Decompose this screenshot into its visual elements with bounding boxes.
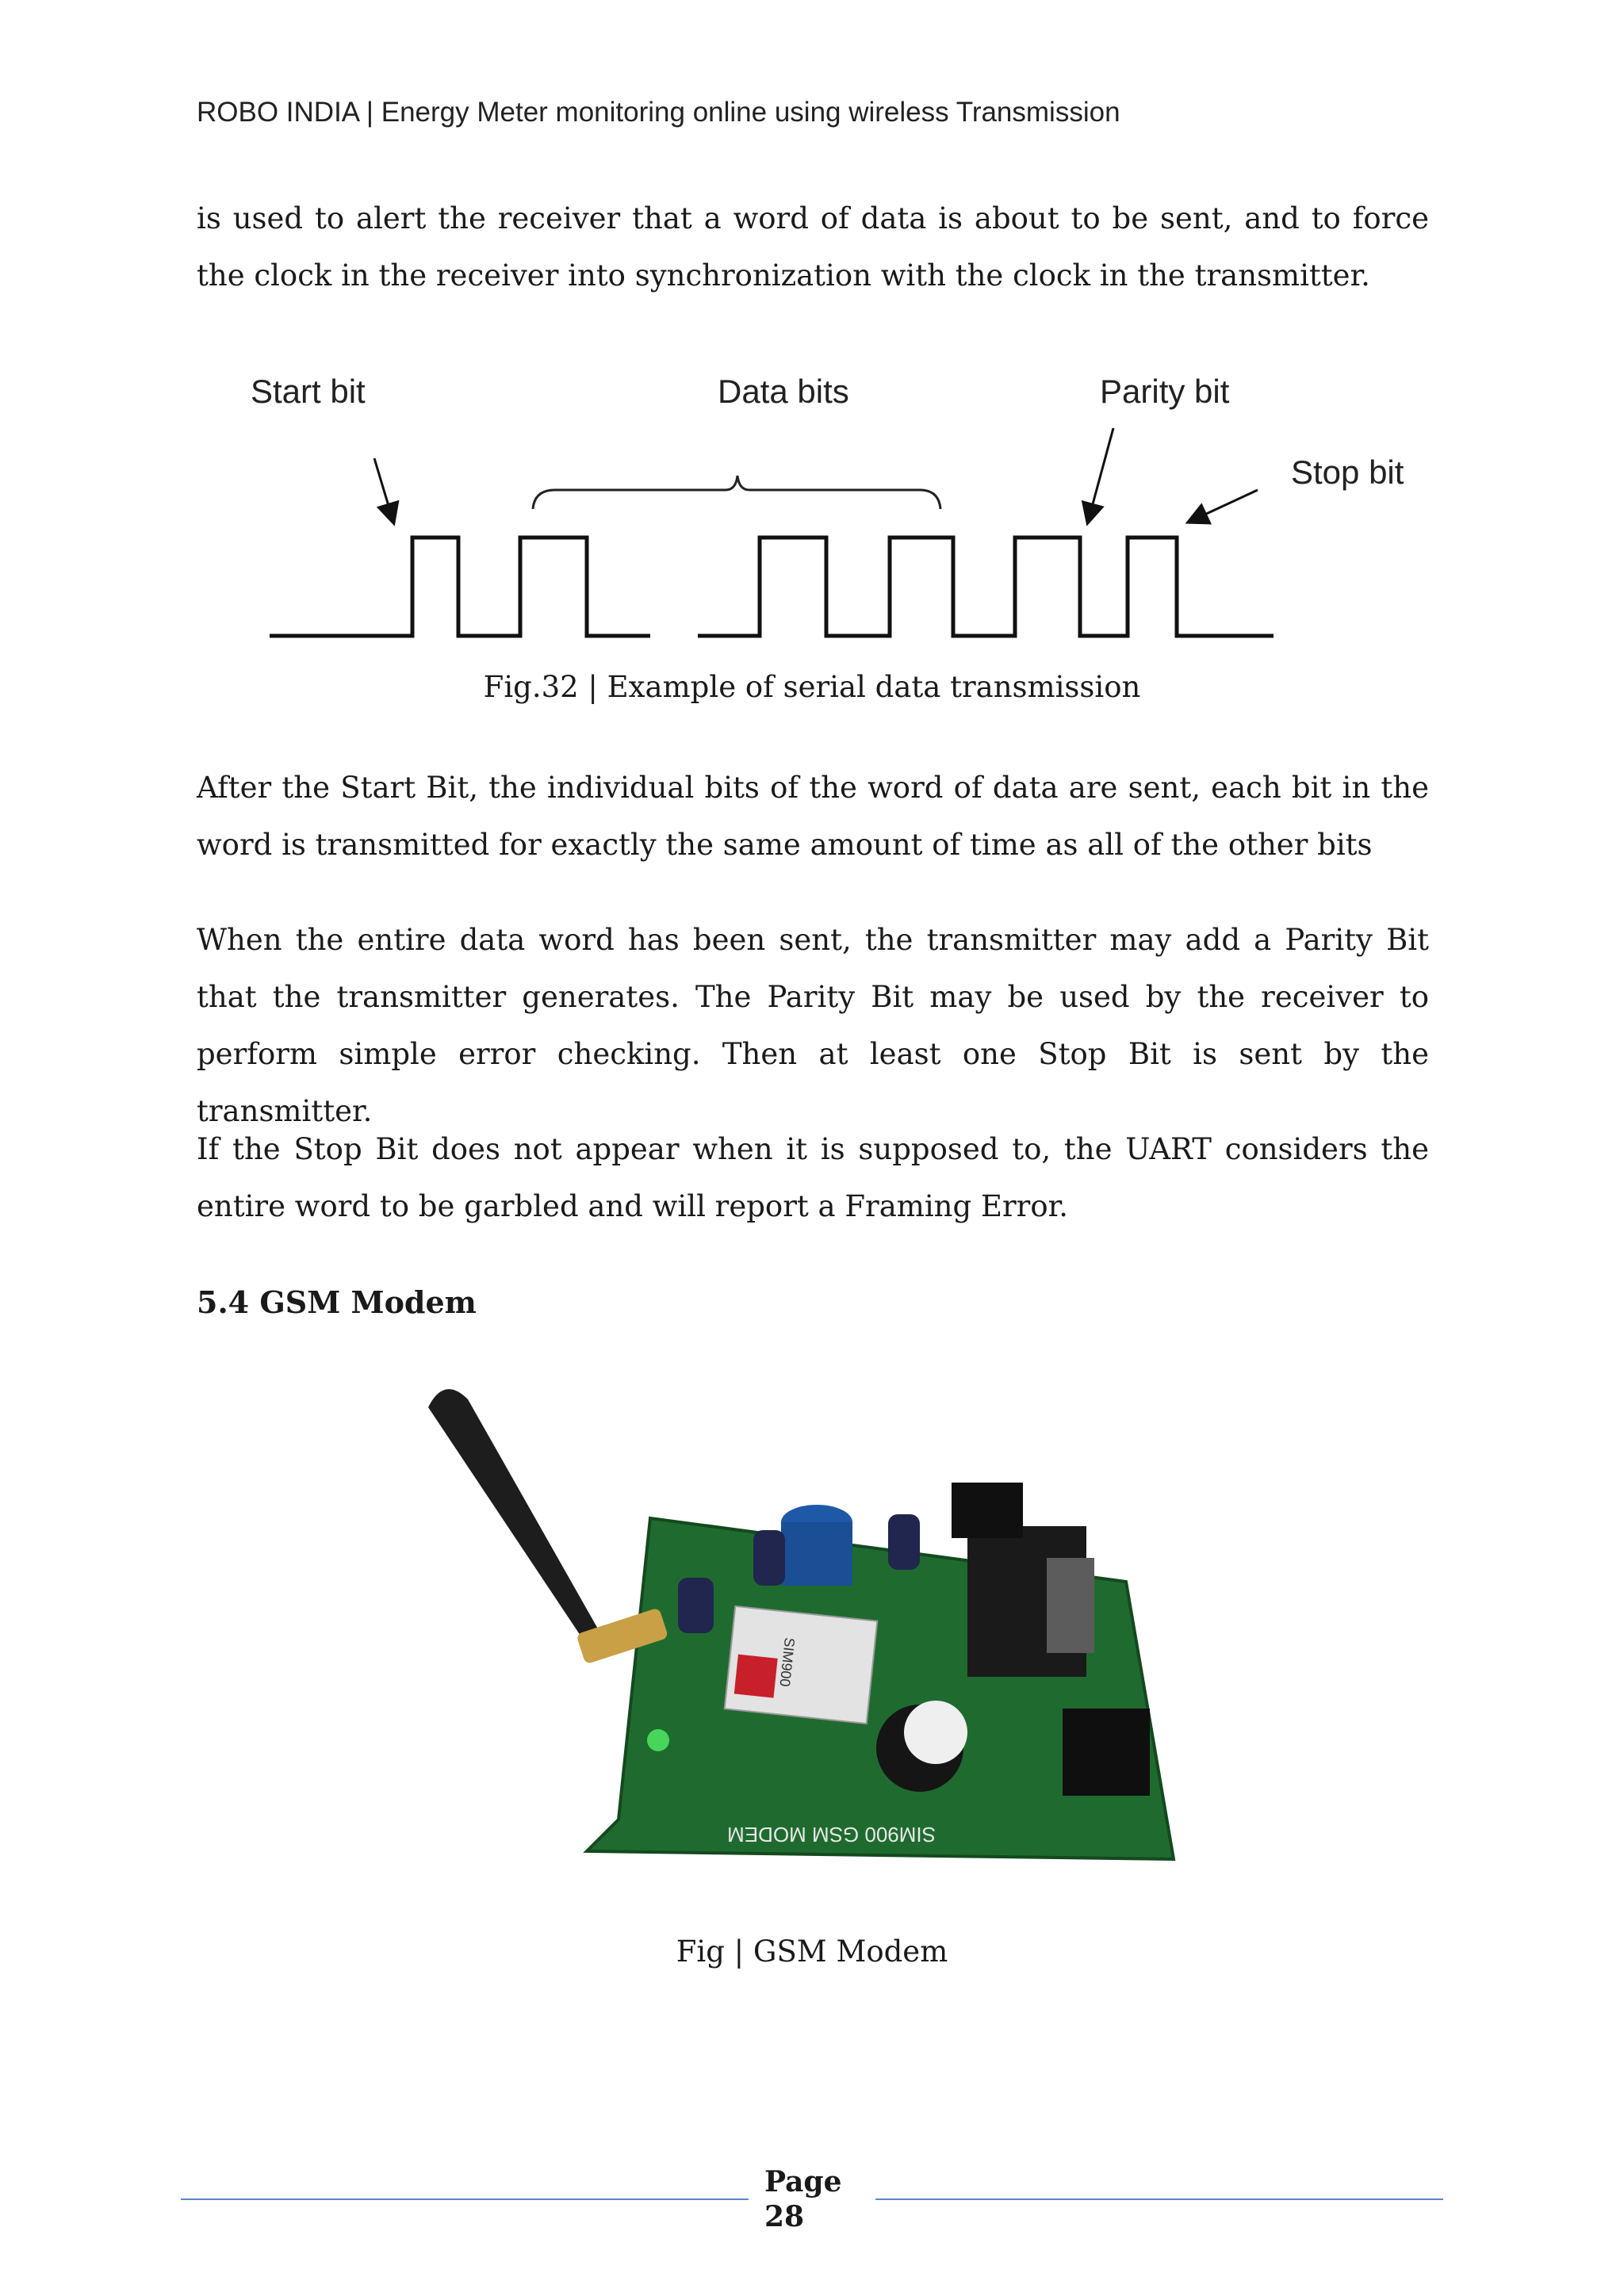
- intro-paragraph: is used to alert the receiver that a wor…: [197, 201, 1429, 293]
- status-led: [647, 1729, 669, 1751]
- parity-bit-arrow: [1081, 427, 1115, 526]
- audio-jack: [1063, 1709, 1150, 1796]
- antenna: [428, 1389, 603, 1645]
- stop-bit-label: Stop bit: [1291, 453, 1404, 491]
- serial-port-shell: [1047, 1558, 1094, 1653]
- stop-bit-arrow: [1185, 488, 1258, 525]
- section-heading: 5.4 GSM Modem: [197, 1284, 477, 1320]
- page-label: Page: [764, 2165, 842, 2198]
- parity-paragraph: When the entire data word has been sent,…: [197, 923, 1429, 1128]
- capacitor-small-3: [678, 1578, 714, 1633]
- footer-rule-right: [875, 2198, 1443, 2200]
- gsm-modem-photo: SIM900 SIM900 GSM MODEM: [412, 1368, 1205, 1878]
- capacitor-large-body: [781, 1522, 852, 1586]
- capacitor-small-2: [888, 1514, 920, 1570]
- serial-transmission-diagram: Start bit Data bits Parity bit Stop bit: [251, 373, 1404, 638]
- start-bit-label: Start bit: [251, 373, 366, 410]
- parity-bit-label: Parity bit: [1100, 373, 1230, 410]
- board-silkscreen: SIM900 GSM MODEM: [727, 1823, 936, 1846]
- antenna-connector: [577, 1609, 668, 1663]
- gsm-figure-caption: Fig | GSM Modem: [676, 1934, 948, 1969]
- module-logo: [733, 1654, 778, 1698]
- footer-rule-left: [181, 2198, 749, 2200]
- dc-jack: [952, 1483, 1023, 1538]
- running-header: ROBO INDIA | Energy Meter monitoring onl…: [197, 97, 1120, 128]
- page-number: Page 28: [764, 2164, 842, 2234]
- data-bits-paragraph: After the Start Bit, the individual bits…: [197, 771, 1429, 862]
- buzzer-label: [904, 1701, 967, 1764]
- waveform-segment-1: [270, 535, 650, 638]
- stop-bit-paragraph: If the Stop Bit does not appear when it …: [197, 1132, 1429, 1223]
- serial-figure-caption: Fig.32 | Example of serial data transmis…: [483, 670, 1141, 704]
- waveform-segment-2: [698, 535, 1274, 638]
- data-bits-label: Data bits: [718, 373, 849, 410]
- page-number-value: 28: [764, 2200, 805, 2233]
- start-bit-arrow: [373, 457, 400, 526]
- capacitor-small-1: [753, 1530, 785, 1586]
- data-bits-brace: [531, 475, 942, 510]
